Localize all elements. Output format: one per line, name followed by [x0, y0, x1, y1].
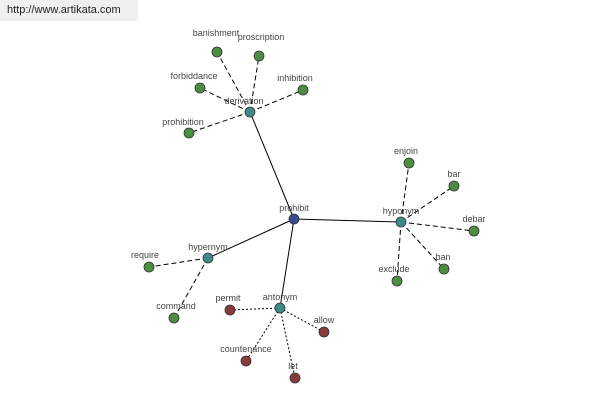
node-enjoin[interactable]: enjoin: [394, 146, 418, 169]
node-circle-hyponym[interactable]: [395, 216, 407, 228]
edge-antonym-countenance: [245, 307, 281, 362]
node-label-hypernym: hypernym: [188, 242, 228, 252]
node-proscription[interactable]: proscription: [238, 32, 285, 62]
edge-hyponym-ban: [400, 221, 445, 270]
node-command[interactable]: command: [156, 301, 196, 324]
edge-prohibit-antonym: [279, 218, 295, 309]
node-label-exclude: exclude: [378, 264, 409, 274]
node-allow[interactable]: allow: [314, 315, 335, 338]
node-circle-hypernym[interactable]: [202, 252, 214, 264]
node-circle-allow[interactable]: [318, 326, 330, 338]
graph-edges: [148, 51, 475, 379]
node-banishment[interactable]: banishment: [193, 28, 240, 58]
node-hyponym[interactable]: hyponym: [383, 206, 420, 228]
edge-derivation-forbiddance: [199, 87, 251, 113]
node-label-prohibit: prohibit: [279, 203, 309, 213]
node-label-enjoin: enjoin: [394, 146, 418, 156]
edge-antonym-allow: [279, 307, 325, 333]
node-circle-banishment[interactable]: [211, 46, 223, 58]
edge-hyponym-enjoin: [400, 162, 410, 223]
node-circle-require[interactable]: [143, 261, 155, 273]
edge-hypernym-require: [148, 257, 209, 268]
node-countenance[interactable]: countenance: [220, 344, 272, 367]
node-circle-bar[interactable]: [448, 180, 460, 192]
node-circle-prohibition[interactable]: [183, 127, 195, 139]
node-label-inhibition: inhibition: [277, 73, 313, 83]
node-label-ban: ban: [435, 252, 450, 262]
edge-prohibit-derivation: [249, 111, 295, 220]
node-let[interactable]: let: [288, 361, 301, 384]
node-circle-permit[interactable]: [224, 304, 236, 316]
node-label-allow: allow: [314, 315, 335, 325]
node-circle-command[interactable]: [168, 312, 180, 324]
node-label-antonym: antonym: [263, 292, 298, 302]
node-antonym[interactable]: antonym: [263, 292, 298, 314]
node-prohibition[interactable]: prohibition: [162, 117, 204, 139]
node-circle-prohibit[interactable]: [288, 213, 300, 225]
node-bar[interactable]: bar: [447, 169, 461, 192]
edge-derivation-banishment: [216, 51, 251, 113]
node-label-let: let: [288, 361, 298, 371]
edge-derivation-proscription: [249, 55, 260, 113]
node-forbiddance[interactable]: forbiddance: [170, 71, 218, 94]
edge-antonym-permit: [229, 307, 281, 311]
node-circle-proscription[interactable]: [253, 50, 265, 62]
node-circle-ban[interactable]: [438, 263, 450, 275]
node-circle-debar[interactable]: [468, 225, 480, 237]
node-label-require: require: [131, 250, 159, 260]
node-circle-antonym[interactable]: [274, 302, 286, 314]
edge-prohibit-hypernym: [207, 218, 295, 259]
edge-prohibit-hyponym: [293, 218, 402, 223]
node-permit[interactable]: permit: [215, 293, 241, 316]
node-circle-enjoin[interactable]: [403, 157, 415, 169]
node-circle-derivation[interactable]: [244, 106, 256, 118]
node-label-debar: debar: [462, 214, 485, 224]
node-circle-countenance[interactable]: [240, 355, 252, 367]
edge-derivation-inhibition: [249, 89, 304, 113]
edge-hyponym-exclude: [396, 221, 402, 282]
node-label-bar: bar: [447, 169, 460, 179]
node-label-forbiddance: forbiddance: [170, 71, 217, 81]
node-inhibition[interactable]: inhibition: [277, 73, 313, 96]
edge-hyponym-debar: [400, 221, 475, 232]
node-exclude[interactable]: exclude: [378, 264, 410, 287]
node-prohibit[interactable]: prohibit: [279, 203, 309, 225]
edge-hypernym-command: [173, 257, 209, 319]
site-url-watermark: http://www.artikata.com: [0, 0, 138, 21]
node-hypernym[interactable]: hypernym: [188, 242, 228, 264]
node-label-prohibition: prohibition: [162, 117, 204, 127]
node-label-command: command: [156, 301, 196, 311]
node-ban[interactable]: ban: [435, 252, 451, 275]
node-circle-forbiddance[interactable]: [194, 82, 206, 94]
node-label-banishment: banishment: [193, 28, 240, 38]
node-circle-inhibition[interactable]: [297, 84, 309, 96]
edge-hyponym-bar: [400, 185, 455, 223]
node-label-hyponym: hyponym: [383, 206, 420, 216]
node-label-countenance: countenance: [220, 344, 272, 354]
edge-derivation-prohibition: [188, 111, 251, 134]
graph-nodes: prohibit derivation hyponym hypernym antonym…: [131, 28, 486, 384]
node-debar[interactable]: debar: [462, 214, 486, 237]
node-circle-exclude[interactable]: [391, 275, 403, 287]
node-require[interactable]: require: [131, 250, 159, 273]
node-derivation[interactable]: derivation: [224, 96, 264, 118]
node-label-derivation: derivation: [224, 96, 263, 106]
node-label-proscription: proscription: [238, 32, 285, 42]
node-label-permit: permit: [215, 293, 241, 303]
node-circle-let[interactable]: [289, 372, 301, 384]
